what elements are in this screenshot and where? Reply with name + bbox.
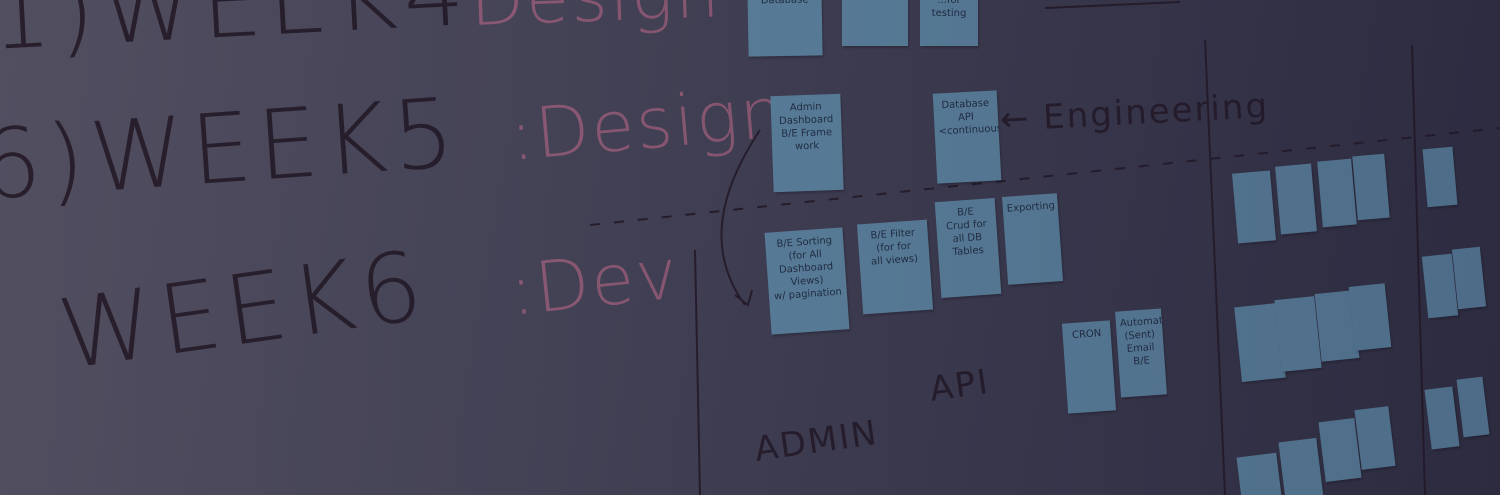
- sticky-note: Exporting: [1001, 193, 1064, 285]
- sticky-note: B/E Crud for all DB Tables: [934, 198, 1002, 298]
- sticky-note: [1236, 452, 1284, 495]
- sticky-note: Database: [747, 0, 823, 57]
- sticky-note: [1317, 158, 1357, 228]
- sticky-note: Database API <continuous>: [932, 90, 1002, 184]
- sticky-note: [1354, 406, 1396, 470]
- sticky-note: B/E Sorting (for All Dashboard Views) w/…: [764, 227, 850, 335]
- sticky-note: [1232, 170, 1276, 244]
- sticky-note: [1275, 163, 1317, 235]
- sticky-note: [1278, 437, 1324, 495]
- sticky-note: Automated (Sent) Email B/E: [1115, 308, 1167, 398]
- sticky-note: [1422, 146, 1458, 208]
- sticky-note: [1352, 153, 1390, 221]
- sticky-note: CRON: [1061, 320, 1117, 414]
- sticky-note: [842, 0, 908, 46]
- sticky-note: Admin Dashboard B/E Frame work: [770, 93, 844, 193]
- sticky-note: [1318, 418, 1362, 482]
- sticky-note: [1348, 283, 1392, 351]
- sticky-note: ...for testing: [920, 0, 978, 46]
- sticky-note: [1274, 296, 1322, 372]
- sticky-note: B/E Filter (for for all views): [856, 219, 934, 315]
